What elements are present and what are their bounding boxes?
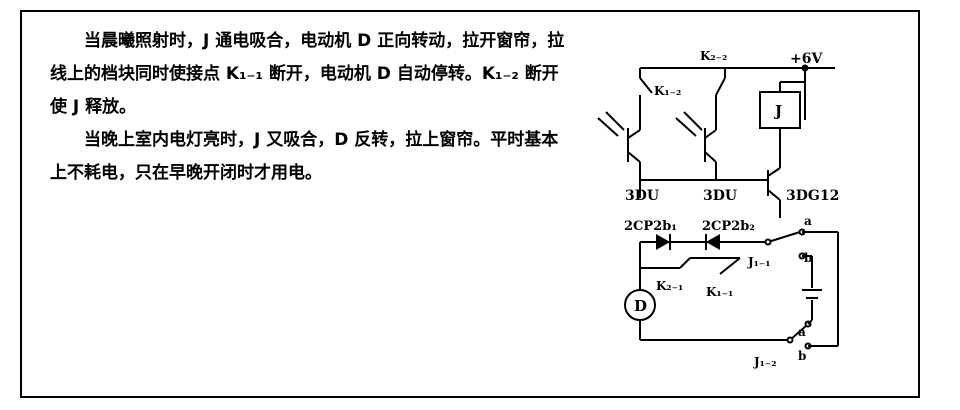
- j12-pivot: [786, 336, 794, 344]
- k21-contact-blade: [679, 257, 691, 269]
- pt2-emitter: [704, 151, 717, 163]
- k22-contact-blade: [715, 77, 726, 96]
- pt1-emitter: [627, 151, 641, 163]
- light-ray-2b: [683, 111, 703, 131]
- j11-pivot: [764, 238, 772, 246]
- pt2-collector: [704, 129, 717, 139]
- supply-label: +6V: [790, 51, 823, 67]
- terminal-a1-label: a: [804, 214, 812, 228]
- terminal-b2-label: b: [798, 349, 806, 363]
- transistor-3-label: 3DG12: [786, 188, 839, 204]
- j12-a-link: [807, 319, 813, 325]
- description-text: 当晨曦照射时，J 通电吸合，电动机 D 正向转动，拉开窗帘，拉线上的档块同时使接…: [50, 25, 570, 190]
- diode-1-label: 2CP2b₁: [624, 219, 677, 234]
- motor-label: D: [634, 297, 647, 315]
- description-paragraph-2: 当晚上室内电灯亮时，J 又吸合，D 反转，拉上窗帘。平时基本上不耗电，只在早晚开…: [50, 130, 559, 183]
- j11-switch-blade: [767, 231, 801, 243]
- switch-j11-label: J₁₋₁: [747, 255, 771, 269]
- contact-k12-label: K₁₋₂: [654, 84, 681, 98]
- light-ray-1b: [605, 111, 625, 131]
- light-ray-1a: [597, 117, 619, 137]
- contact-k11-label: K₁₋₁: [706, 285, 733, 299]
- light-ray-2a: [675, 117, 697, 137]
- t3-emitter: [767, 189, 781, 201]
- k11-contact-blade: [719, 257, 741, 275]
- transistor-2-label: 3DU: [703, 188, 737, 204]
- j12-switch-blade: [789, 325, 807, 341]
- contact-k22-label: K₂₋₂: [700, 49, 727, 63]
- diagram-frame: [20, 10, 920, 398]
- relay-label: J: [773, 102, 782, 120]
- description-paragraph-1: 当晨曦照射时，J 通电吸合，电动机 D 正向转动，拉开窗帘，拉线上的档块同时使接…: [50, 31, 565, 117]
- transistor-1-label: 3DU: [625, 188, 659, 204]
- diode-2-label: 2CP2b₂: [702, 219, 755, 234]
- t3-collector: [767, 167, 781, 177]
- switch-j12-label: J₁₋₂: [753, 355, 777, 369]
- diode-2-symbol: [706, 234, 720, 250]
- diode-1-symbol: [656, 234, 670, 250]
- relay-coil: [759, 91, 801, 129]
- pt1-collector: [627, 129, 641, 139]
- contact-k21-label: K₂₋₁: [656, 279, 683, 293]
- terminal-a2-label: a: [798, 325, 806, 339]
- terminal-b1-label: b: [804, 251, 812, 265]
- k12-contact-blade: [639, 77, 653, 94]
